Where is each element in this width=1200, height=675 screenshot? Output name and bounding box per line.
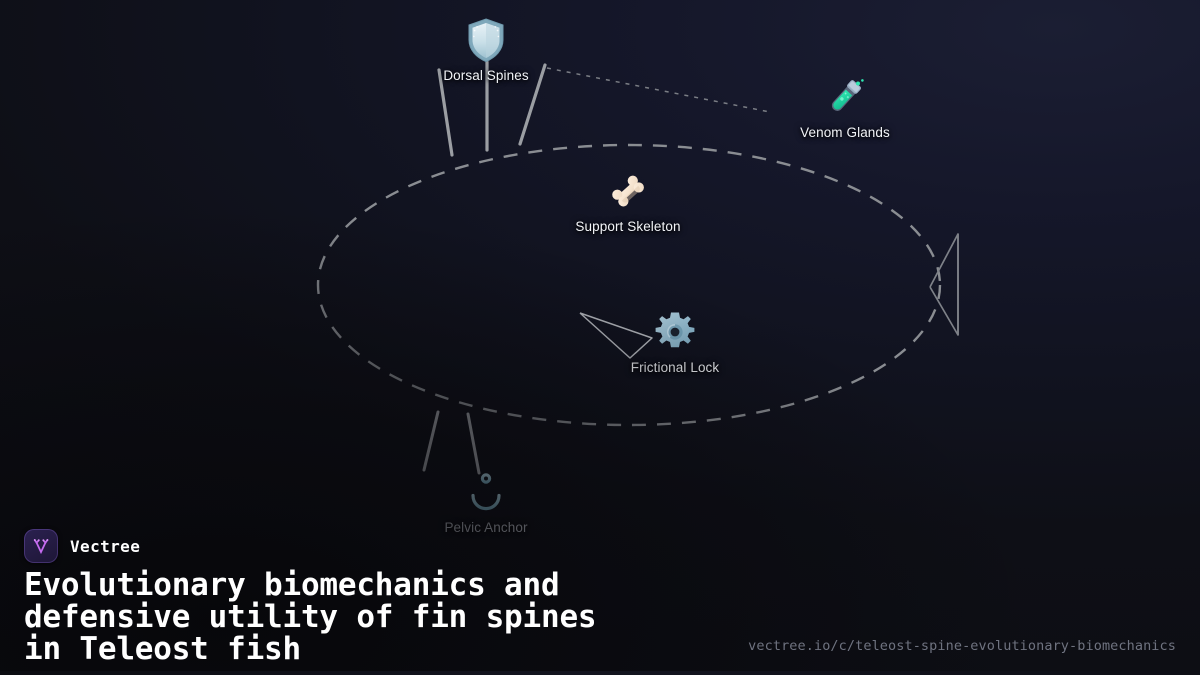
pelvic-spine-ray-1	[422, 410, 440, 472]
brand-lockup[interactable]: Vectree	[24, 529, 140, 563]
anchor-icon	[462, 468, 510, 516]
page-title: Evolutionary biomechanics and defensive …	[24, 567, 597, 667]
pectoral-fin-triangle	[579, 312, 653, 359]
pelvic-spine-rays	[422, 410, 481, 475]
card-footer: Vectree Evolutionary biomechanics and de…	[0, 515, 1200, 675]
brand-name: Vectree	[70, 536, 141, 556]
node-label-support-skeleton: Support Skeleton	[575, 219, 681, 234]
node-label-dorsal-spines: Dorsal Spines	[443, 68, 529, 83]
test-tube-icon	[821, 73, 869, 121]
shield-icon	[462, 16, 510, 64]
node-label-frictional-lock: Frictional Lock	[630, 360, 720, 375]
caudal-fin	[929, 233, 959, 336]
spine-to-venom-connector	[546, 67, 771, 113]
vectree-v-logo-icon	[24, 529, 58, 563]
node-label-venom-glands: Venom Glands	[800, 125, 890, 140]
pelvic-spine-ray-2	[466, 412, 481, 475]
bone-icon	[604, 167, 652, 215]
gear-icon	[651, 308, 699, 356]
card-url: vectree.io/c/teleost-spine-evolutionary-…	[748, 638, 1176, 654]
